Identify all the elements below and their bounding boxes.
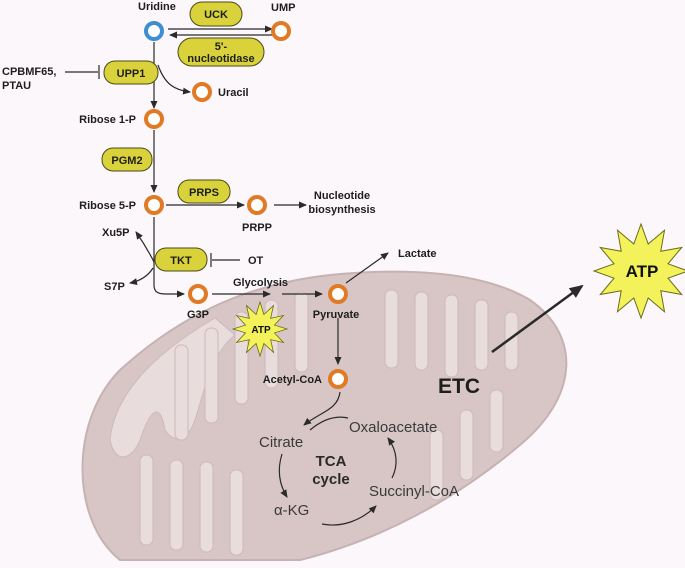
svg-text:G3P: G3P <box>187 309 209 321</box>
arrow-etc-to-atp <box>491 284 584 354</box>
node-pyruvate: Pyruvate <box>313 284 359 321</box>
label-s7p: S7P <box>104 281 125 293</box>
node-ribose-5p: Ribose 5-P <box>79 195 164 215</box>
svg-text:Pyruvate: Pyruvate <box>313 309 359 321</box>
svg-text:TCA: TCA <box>316 453 347 470</box>
arrow-to-s7p <box>129 267 154 286</box>
enzyme-pgm2: PGM2 <box>101 147 153 172</box>
label-citrate: Citrate <box>259 434 303 451</box>
svg-text:TKT: TKT <box>170 255 192 267</box>
arrow-to-uracil <box>157 64 191 95</box>
svg-text:CPBMF65,: CPBMF65, <box>2 66 56 78</box>
svg-text:Ribose 1-P: Ribose 1-P <box>79 114 136 126</box>
svg-text:UMP: UMP <box>271 2 295 14</box>
svg-text:Uracil: Uracil <box>218 87 249 99</box>
svg-text:PRPP: PRPP <box>242 222 272 234</box>
svg-text:Acetyl-CoA: Acetyl-CoA <box>263 374 322 386</box>
label-oxaloacetate: Oxaloacetate <box>349 419 437 436</box>
svg-text:ATP: ATP <box>251 325 271 336</box>
svg-text:5'-: 5'- <box>215 41 228 53</box>
enzyme-uck: UCK <box>189 1 243 27</box>
node-uridine: Uridine <box>138 1 176 41</box>
svg-text:nucleotidase: nucleotidase <box>187 53 254 65</box>
node-acetyl-coa: Acetyl-CoA <box>263 369 348 389</box>
svg-text:ATP: ATP <box>626 262 659 281</box>
label-tca-cycle: TCA cycle <box>312 453 350 488</box>
enzyme-tkt: TKT <box>154 247 208 272</box>
enzyme-upp1: UPP1 <box>103 60 159 85</box>
svg-text:PGM2: PGM2 <box>111 155 142 167</box>
arrow-citrate-to-akg <box>278 453 288 498</box>
node-g3p: G3P <box>187 284 209 321</box>
svg-text:Ribose 5-P: Ribose 5-P <box>79 200 136 212</box>
arrow-akg-to-succinylcoa <box>321 505 377 526</box>
label-glycolysis: Glycolysis <box>233 277 288 289</box>
svg-text:UCK: UCK <box>204 9 228 21</box>
atp-star-big: ATP <box>592 222 685 320</box>
arrow-oxaloacetate-join <box>309 416 349 431</box>
label-lactate: Lactate <box>398 248 437 260</box>
svg-text:PTAU: PTAU <box>2 80 31 92</box>
label-ot: OT <box>248 255 264 267</box>
label-alpha-kg: α-KG <box>274 502 309 519</box>
label-succinyl-coa: Succinyl-CoA <box>369 483 459 500</box>
enzyme-prps: PRPS <box>177 179 231 204</box>
node-prpp: PRPP <box>242 195 272 234</box>
label-etc: ETC <box>438 375 480 398</box>
svg-text:biosynthesis: biosynthesis <box>308 204 375 216</box>
svg-text:PRPS: PRPS <box>189 187 219 199</box>
node-ribose-1p: Ribose 1-P <box>79 109 164 129</box>
enzyme-5-nucleotidase: 5'- nucleotidase <box>177 37 265 67</box>
arrow-acetylcoa-to-citrate <box>303 391 341 426</box>
svg-text:Uridine: Uridine <box>138 1 176 13</box>
arrow-to-xu5p <box>135 231 155 263</box>
node-ump: UMP <box>271 2 295 41</box>
arrow-ribose5p-to-g3p <box>153 217 185 298</box>
label-cpbmf65-ptau: CPBMF65, PTAU <box>2 66 56 92</box>
node-uracil: Uracil <box>192 82 249 102</box>
arrow-pyruvate-to-lactate <box>345 252 389 284</box>
svg-text:Nucleotide: Nucleotide <box>314 190 370 202</box>
mitochondrion <box>81 270 568 561</box>
label-nucleotide-biosynthesis: Nucleotide biosynthesis <box>308 190 375 216</box>
atp-star-small: ATP <box>231 300 289 358</box>
label-xu5p: Xu5P <box>102 227 130 239</box>
svg-text:UPP1: UPP1 <box>117 68 146 80</box>
svg-text:cycle: cycle <box>312 471 350 488</box>
arrow-succinylcoa-to-oxaloacetate <box>387 437 397 479</box>
